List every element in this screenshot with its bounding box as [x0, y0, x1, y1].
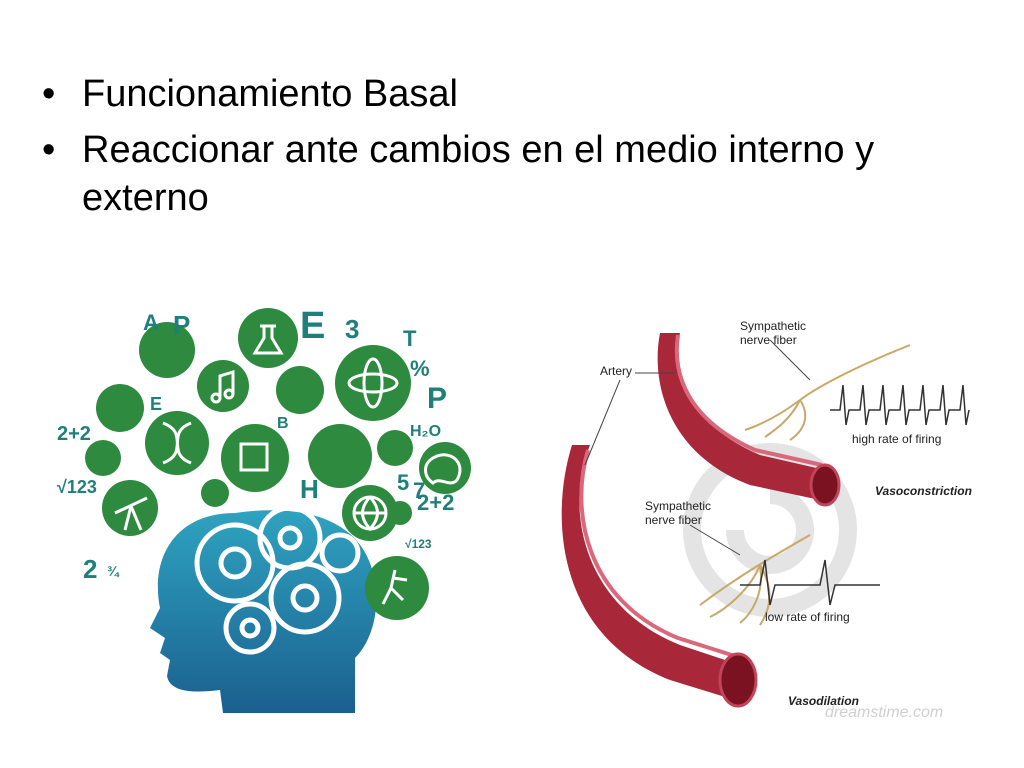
svg-text:7: 7 [413, 478, 425, 503]
dna-icon [162, 421, 192, 465]
watermark-text: dreamstime.com [825, 704, 943, 721]
svg-text:E: E [150, 394, 162, 414]
svg-text:2+2: 2+2 [417, 490, 454, 515]
svg-text:H₂O: H₂O [410, 423, 441, 440]
bullet-symbol: • [42, 73, 56, 115]
svg-text:H: H [300, 474, 319, 504]
brain-illustration: A P E 3 T % P H₂O 2+2 √123 2 ¾ H 5 7 2+2… [57, 308, 471, 713]
atom-icon [347, 372, 399, 394]
bullet-symbol: • [42, 129, 56, 171]
gears-icon [194, 505, 361, 655]
science-glyphs: A P E 3 T % P H₂O 2+2 √123 2 ¾ H 5 7 2+2… [57, 308, 454, 584]
svg-text:2: 2 [83, 554, 97, 584]
artery-top [657, 333, 825, 500]
high-rate-trace [830, 384, 970, 426]
svg-text:P: P [427, 382, 447, 415]
head-silhouette [150, 510, 377, 713]
svg-text:B: B [277, 415, 289, 432]
high-rate-label: high rate of firing [852, 432, 941, 446]
bullet-text-2: Reaccionar ante cambios en el medio inte… [82, 129, 875, 219]
svg-text:%: % [410, 356, 430, 381]
low-rate-trace [740, 559, 880, 606]
artery-bottom [561, 445, 740, 700]
music-icon [218, 369, 235, 398]
bullet-list: • Funcionamiento Basal • Reaccionar ante… [40, 70, 940, 230]
vessel-opening-bottom [718, 652, 758, 708]
svg-text:P: P [173, 310, 190, 340]
bullet-text-1: Funcionamiento Basal [82, 73, 458, 115]
svg-text:T: T [403, 326, 417, 351]
low-rate-label: low rate of firing [765, 610, 850, 624]
svg-text:3: 3 [345, 314, 359, 344]
telescope-icon [114, 496, 148, 531]
svg-text:¾: ¾ [107, 563, 120, 579]
svg-text:5: 5 [397, 470, 409, 495]
svg-text:2+2: 2+2 [57, 423, 91, 445]
bullet-item: • Funcionamiento Basal [40, 70, 940, 118]
vasodilation-label: Vasodilation [788, 694, 859, 708]
runner-icon [381, 569, 408, 605]
bullet-item: • Reaccionar ante cambios en el medio in… [40, 126, 940, 222]
cube-icon [239, 442, 269, 472]
nerve-fibers [699, 344, 911, 626]
svg-text:E: E [300, 308, 325, 347]
vessel-opening-top [809, 463, 841, 507]
flask-icon [252, 324, 284, 355]
vasoconstriction-label: Vasoconstriction [875, 484, 972, 498]
svg-text:A: A [143, 310, 159, 335]
artery-label: Artery [600, 364, 632, 378]
svg-text:√123: √123 [405, 537, 432, 551]
svg-text:√123: √123 [57, 477, 97, 497]
palette-icon [424, 453, 462, 485]
